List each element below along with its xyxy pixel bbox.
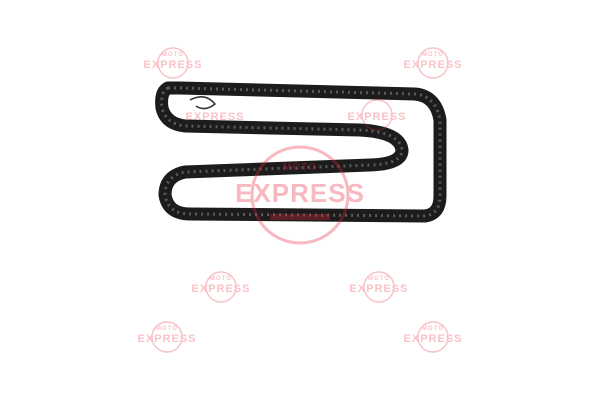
product-image: MOTO EXPRESS MOTO EXPRESS EXPRESS EXPRES… (138, 47, 461, 353)
roller-chain (155, 81, 447, 223)
